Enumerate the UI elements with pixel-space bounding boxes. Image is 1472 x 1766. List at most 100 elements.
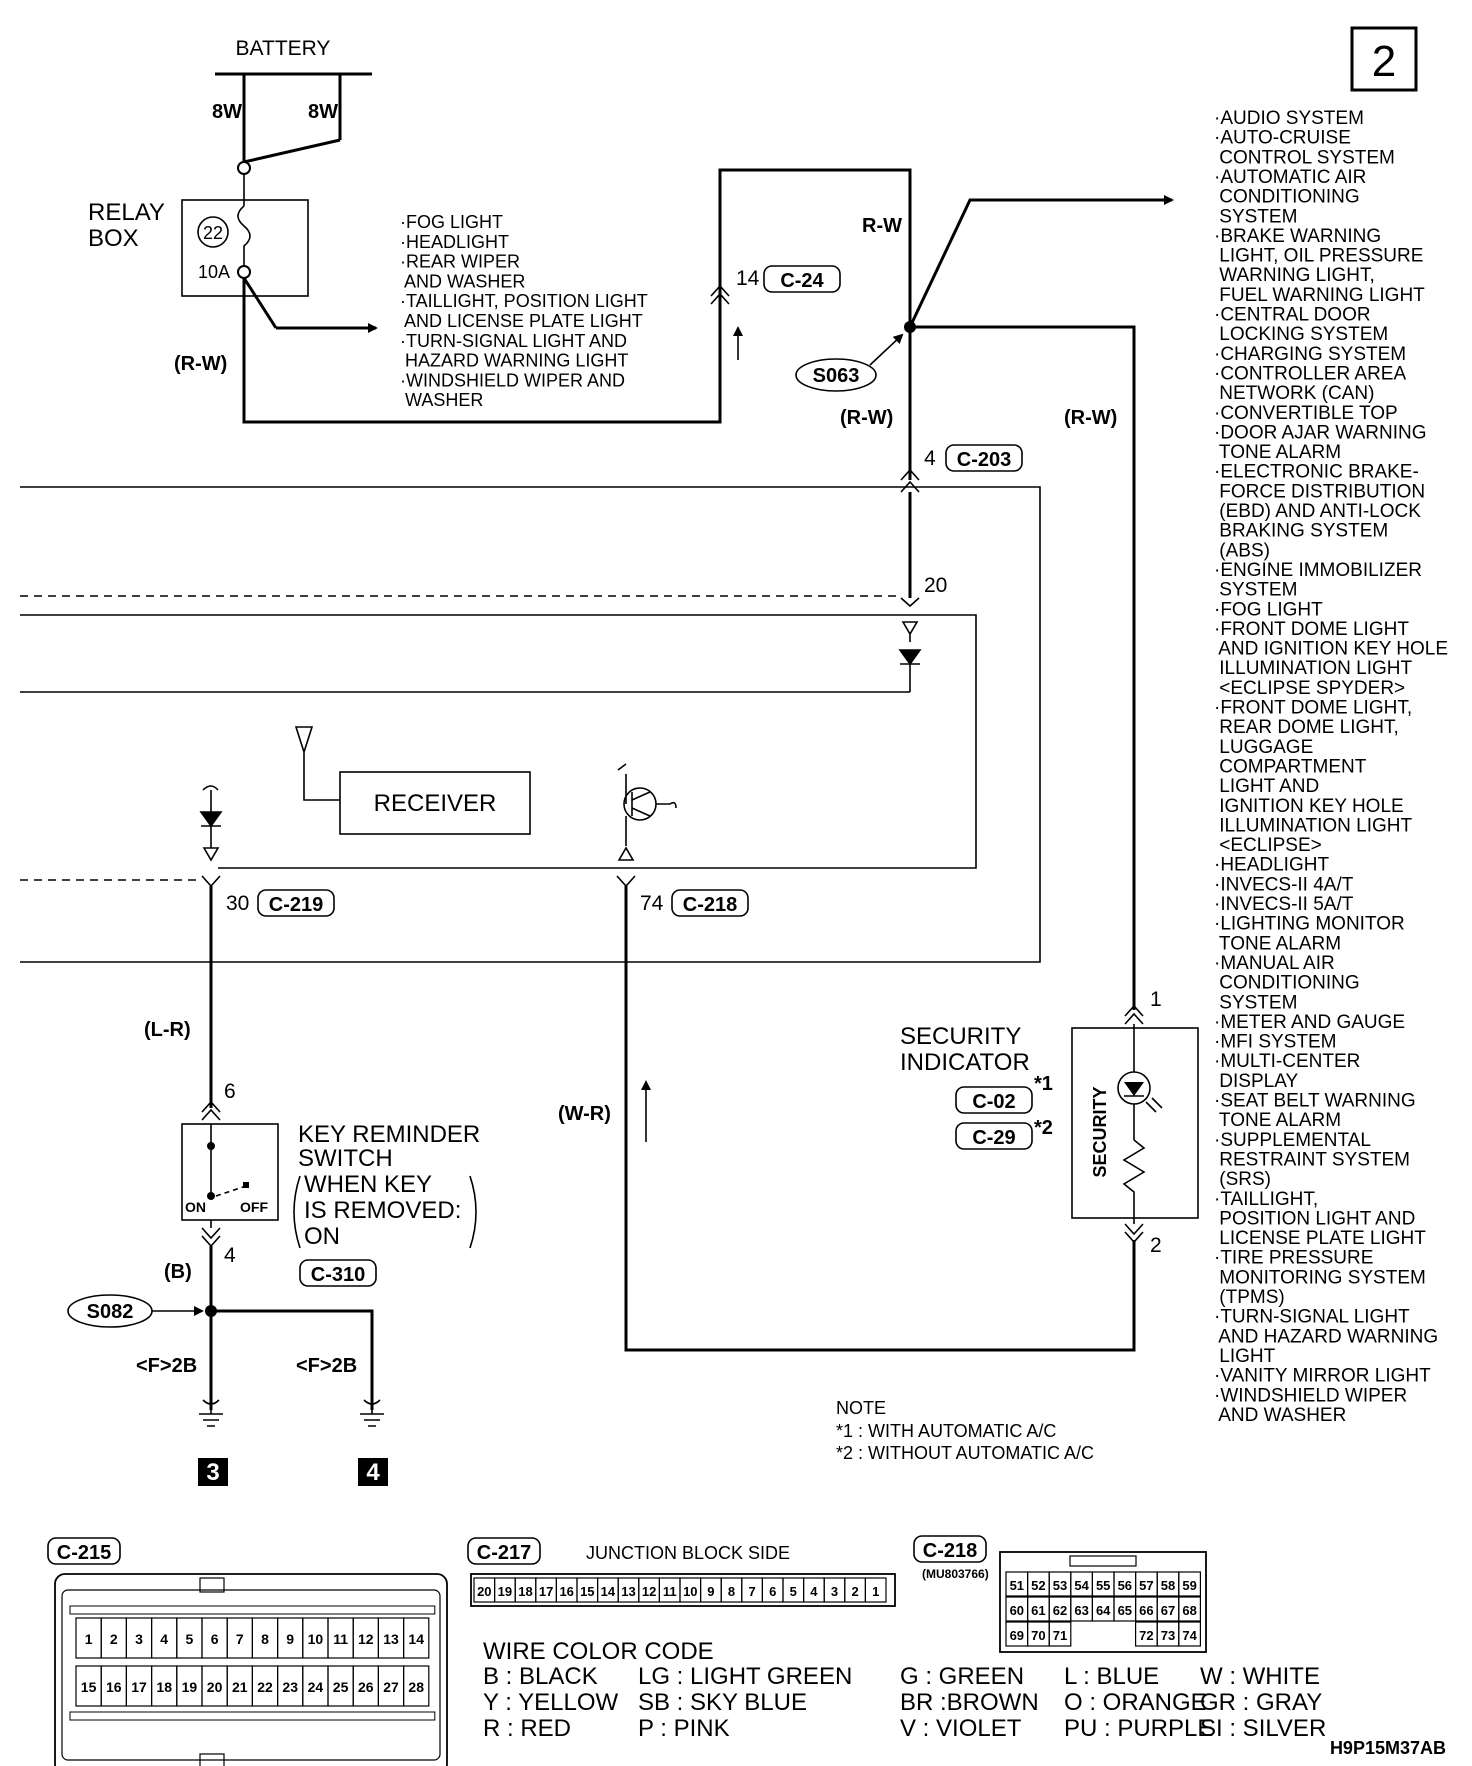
- led-rays: [1145, 1097, 1163, 1113]
- system-list-item: ·INVECS-II 4A/T: [1214, 874, 1354, 895]
- system-list-item: ·MANUAL AIR: [1214, 953, 1335, 974]
- c215-rail-bottom: [69, 1711, 436, 1721]
- rw-right-wire: [910, 325, 1136, 1010]
- system-list-item: AND WASHER: [1214, 1405, 1346, 1426]
- ground-right: 4: [366, 1459, 380, 1486]
- system-list-item: ·DOOR AJAR WARNING: [1214, 422, 1427, 443]
- c218-pin-number: 51: [1010, 1578, 1024, 1593]
- c310-box: [299, 1259, 377, 1287]
- c215-latch-top: [199, 1577, 225, 1593]
- c203-pin: 4: [924, 447, 936, 470]
- main-rw-wire: [242, 168, 912, 424]
- c217-pin-number: 3: [831, 1584, 838, 1599]
- c218-pin-number: 70: [1031, 1628, 1045, 1643]
- c215-housing: [54, 1573, 448, 1766]
- system-list-item: ·SEAT BELT WARNING: [1214, 1091, 1416, 1112]
- system-list: ·AUDIO SYSTEM·AUTO-CRUISE CONTROL SYSTEM…: [1214, 108, 1448, 1426]
- receiver-label: RECEIVER: [374, 790, 497, 817]
- system-list-item: ·AUTO-CRUISE: [1214, 128, 1351, 149]
- battery-wire-right-label: 8W: [308, 101, 338, 123]
- system-list-item: COMPARTMENT: [1214, 756, 1367, 777]
- c02-name: C-02: [972, 1091, 1015, 1113]
- c217-pin-number: 19: [498, 1584, 512, 1599]
- lr-wire-label: (L-R): [144, 1019, 191, 1041]
- wire-code-entry: Y : YELLOW: [483, 1689, 619, 1716]
- c219-pin: 30: [226, 892, 249, 915]
- page-number: 2: [1372, 37, 1396, 86]
- c217-pin-number: 4: [810, 1584, 818, 1599]
- c215-pin-number: 3: [135, 1631, 143, 1647]
- led-icon: [1124, 1082, 1144, 1096]
- system-list-item: (SRS): [1214, 1169, 1271, 1190]
- c24-box: [763, 265, 841, 293]
- c215-pin-number: 15: [81, 1679, 97, 1695]
- c215-pin-number: 14: [408, 1631, 424, 1647]
- rw-right-label: (R-W): [1064, 407, 1117, 429]
- c218-pin-number: 54: [1074, 1578, 1089, 1593]
- system-list-item: BRAKING SYSTEM: [1214, 521, 1388, 542]
- wire-code-entry: G : GREEN: [900, 1663, 1024, 1690]
- s063-badge: [795, 358, 877, 392]
- security-vertical-label: SECURITY: [1090, 1086, 1110, 1177]
- security-label-1: SECURITY: [900, 1023, 1021, 1050]
- c215-pin-cell: [403, 1617, 430, 1659]
- system-list-item: FORCE DISTRIBUTION: [1214, 481, 1425, 502]
- s063-leader: [869, 333, 904, 366]
- wire-code-entry: V : VIOLET: [900, 1715, 1022, 1742]
- c217-pin-number: 13: [621, 1584, 635, 1599]
- system-list-item: ·SUPPLEMENTAL: [1214, 1130, 1371, 1151]
- system-list-item: ·WINDSHIELD WIPER: [1214, 1385, 1407, 1406]
- c215-pin-cell: [403, 1665, 430, 1707]
- system-list-item: MONITORING SYSTEM: [1214, 1267, 1426, 1288]
- transistor-inner: [631, 791, 677, 817]
- key-pin-top-mark: [201, 1100, 221, 1121]
- key-pin-bottom-mark: [201, 1227, 221, 1248]
- system-list-item: ·FOG LIGHT: [1214, 599, 1323, 620]
- key-pin-top: 6: [224, 1080, 236, 1103]
- c218-pin-number: 56: [1118, 1578, 1132, 1593]
- system-list-item: NETWORK (CAN): [1214, 383, 1374, 404]
- b-wire-label: (B): [164, 1261, 192, 1283]
- relay-output-wire: [242, 277, 278, 329]
- c215-pin-number: 16: [106, 1679, 122, 1695]
- c218-box: [671, 889, 749, 917]
- c217-housing: [470, 1573, 896, 1607]
- c218-pin-number: 66: [1139, 1603, 1153, 1618]
- system-list-item: ·BRAKE WARNING: [1214, 226, 1381, 247]
- system-list-item: ·ENGINE IMMOBILIZER: [1214, 560, 1422, 581]
- c218-housing: [999, 1551, 1207, 1653]
- switch-off-contact: [243, 1182, 249, 1188]
- c203-connector-mark: [900, 468, 920, 493]
- c215-name: C-215: [57, 1542, 111, 1564]
- c219-name: C-219: [269, 894, 323, 916]
- s082-label: S082: [87, 1301, 134, 1323]
- system-list-item: <ECLIPSE SPYDER>: [1214, 678, 1405, 699]
- system-list-item: LUGGAGE: [1214, 737, 1313, 758]
- system-list-item: SYSTEM: [1214, 206, 1297, 227]
- system-list-item: TONE ALARM: [1214, 442, 1341, 463]
- relay-output-item: ·HEADLIGHT: [400, 232, 509, 252]
- c217-pin-number: 1: [872, 1584, 879, 1599]
- transistor-lead-bottom: [617, 816, 635, 861]
- c218-pin-number: 61: [1031, 1603, 1045, 1618]
- c218-connector-mark: [616, 875, 636, 888]
- ground-left-label: <F>2B: [136, 1355, 197, 1377]
- c218-pin-number: 71: [1053, 1628, 1067, 1643]
- system-list-item: ·MULTI-CENTER: [1214, 1051, 1360, 1072]
- wire-code-entry: R : RED: [483, 1715, 571, 1742]
- ground-symbol-left: [199, 1399, 223, 1427]
- note-line-2: *2 : WITHOUT AUTOMATIC A/C: [836, 1443, 1094, 1463]
- c215-pin-number: 17: [131, 1679, 147, 1695]
- s063-label: S063: [813, 365, 860, 387]
- fuse-terminal-top: [237, 161, 251, 175]
- c218-key: [1069, 1555, 1137, 1567]
- rw-top-label: R-W: [862, 215, 902, 237]
- note-title: NOTE: [836, 1398, 886, 1418]
- system-list-item: (EBD) AND ANTI-LOCK: [1214, 501, 1421, 522]
- c217-pin-number: 10: [683, 1584, 697, 1599]
- c219-connector-mark: [201, 875, 221, 888]
- wire-code-title: WIRE COLOR CODE: [483, 1638, 714, 1665]
- star2: *2: [1034, 1117, 1053, 1139]
- pin20-connector-mark: [900, 597, 920, 608]
